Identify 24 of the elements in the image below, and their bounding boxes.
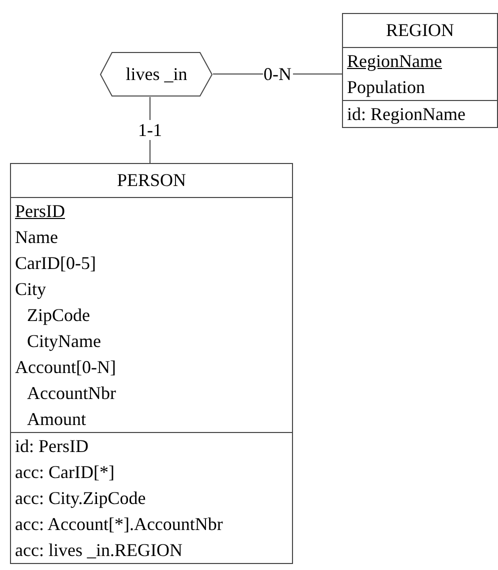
relationship-hexagon (100, 52, 213, 97)
attribute-name: City (14, 278, 46, 301)
entity-name: REGION (343, 14, 497, 48)
identifier-constraint: acc: Account[*].AccountNbr (14, 513, 223, 536)
attribute-name: CarID[0-5] (14, 252, 96, 275)
attribute-name: PersID (14, 200, 65, 223)
attribute-name: Amount (26, 408, 86, 431)
attribute-name: ZipCode (26, 304, 90, 327)
attribute-name: Account[0-N] (14, 356, 116, 379)
attribute-name: CityName (26, 330, 101, 353)
attribute-name: AccountNbr (26, 382, 116, 405)
attribute-name: Population (346, 76, 426, 99)
attribute-name: RegionName (346, 50, 442, 73)
identifier-constraint: acc: CarID[*] (14, 461, 114, 484)
identifier-constraint: acc: City.ZipCode (14, 487, 146, 510)
relationship-name: lives _in (124, 63, 188, 86)
identifier-constraint: acc: lives _in.REGION (14, 539, 182, 562)
identifier-constraint: id: RegionName (346, 103, 466, 126)
cardinality-label: 1-1 (137, 120, 163, 140)
entity-name: PERSON (11, 164, 292, 198)
entity-box (10, 163, 293, 564)
attribute-name: Name (14, 226, 58, 249)
identifier-constraint: id: PersID (14, 435, 88, 458)
entity-box (342, 13, 498, 128)
